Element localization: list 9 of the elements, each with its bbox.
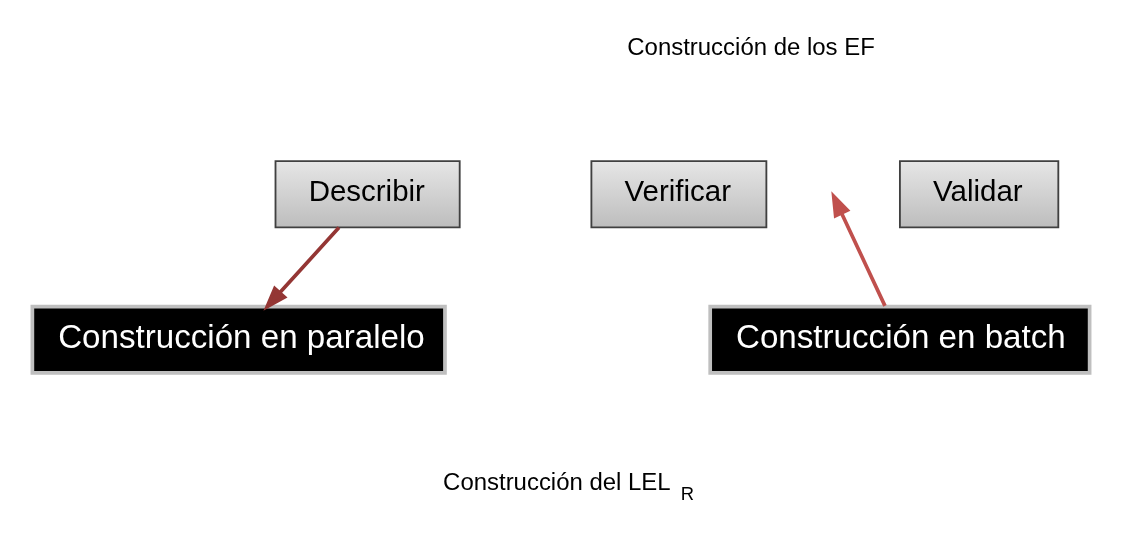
arrow [262, 226, 340, 311]
node-box: Validar [898, 160, 1059, 229]
node-box: Construcción en batch [707, 304, 1091, 375]
node-box: Verificar [589, 160, 767, 229]
arrow [830, 191, 887, 307]
node-box: Describir [274, 160, 461, 229]
node-box: Construcción en paralelo [30, 304, 447, 375]
label: Construcción del LEL$_{R}$ [442, 467, 694, 505]
label: Construcción de los EF [626, 32, 875, 60]
